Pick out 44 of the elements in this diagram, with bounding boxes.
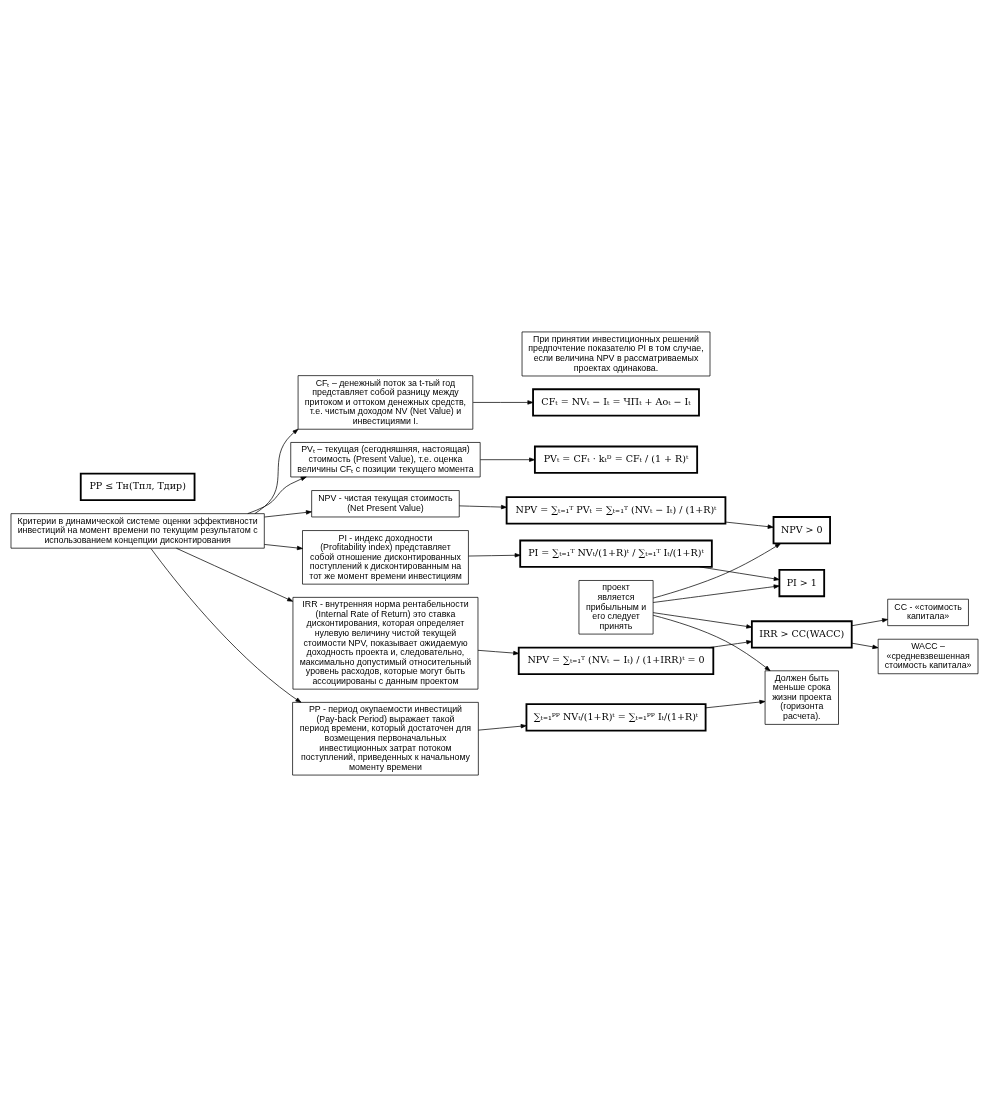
node-box: Критерии в динамической системе оценки эффективности инвестиций на момент времени по текущим результатом с использованием концепции дисконтирования <box>10 512 265 549</box>
node-box: CFₜ – денежный поток за t-тый год представляет собой разницу между притоком и оттоком денежных средств, т.е. чистым доходом NV (Net Value) и инвестициями I. <box>297 374 474 430</box>
arrow <box>705 699 766 708</box>
node-box: При принятии инвестиционных решений предпочтение показателю PI в том случае, если величина NPV в рассматриваемых проектах одинакова. <box>521 331 711 376</box>
node-box: WACC – «средневзвешенная стоимость капитала» <box>877 638 979 674</box>
node-box: PI - индекс доходности (Profitability index) представляет собой отношение дисконтированных поступлений к дисконтированным на тот же момент времени инвестициям <box>302 529 469 585</box>
arrow <box>472 399 534 405</box>
node-box: NPV - чистая текущая стоимость (Net Present Value) <box>311 489 460 517</box>
arrow <box>477 649 520 655</box>
arrow <box>264 543 303 550</box>
arrow <box>264 509 312 517</box>
node-box: PI = ∑ₜ₌₁ᵀ NVₜ/(1+R)ᵗ / ∑ₜ₌₁ᵀ Iₜ/(1+R)ᵗ <box>519 539 713 568</box>
node-box: NPV = ∑ₜ₌₁ᵀ (NVₜ − Iₜ) / (1+IRR)ᵗ = 0 <box>517 646 715 675</box>
arrow <box>150 547 302 703</box>
arrow <box>708 639 753 648</box>
node-box: Должен быть меньше срока жизни проекта (горизонта расчета). <box>764 669 839 725</box>
arrow <box>478 723 527 730</box>
arrow <box>652 542 781 598</box>
node-box: PP ≤ Tн(Tпл, Tдир) <box>79 472 196 501</box>
arrow <box>175 547 294 602</box>
arrow <box>851 642 879 649</box>
arrow <box>247 476 307 514</box>
arrow <box>699 566 780 581</box>
arrow <box>652 583 780 603</box>
arrow <box>652 611 753 629</box>
arrow <box>725 521 774 529</box>
node-box: IRR > CC(WACC) <box>750 619 853 649</box>
arrow <box>480 457 535 462</box>
node-box: PP - период окупаемости инвестиций (Pay-back Period) выражает такой период времени, который достаточен для возмещения первоначальных инвестиционных затрат потоком поступлений, приведенных к начальному моменту времени <box>292 701 479 775</box>
node-box: PVₜ – текущая (сегодняшняя, настоящая) стоимость (Present Value), т.е. оценка величины CFₜ с позиции текущего момента <box>290 441 481 477</box>
node-box: NPV > 0 <box>772 515 831 544</box>
arrow <box>254 428 299 514</box>
arrow <box>851 617 888 626</box>
arrow <box>468 552 521 557</box>
node-box: NPV = ∑ₜ₌₁ᵀ PVₜ = ∑ₜ₌₁ᵀ (NVₜ − Iₜ) / (1+R)ᵗ <box>505 495 727 524</box>
node-box: PI > 1 <box>778 568 826 597</box>
arrow <box>652 614 771 671</box>
node-box: CC - «стоимость капитала» <box>887 598 969 626</box>
node-box: PVₜ = CFₜ · kₜᴰ = CFₜ / (1 + R)ᵗ <box>533 445 699 474</box>
node-box: проект является прибыльным и его следует принять <box>578 579 654 634</box>
node-box: IRR - внутренняя норма рентабельности (Internal Rate of Return) это ставка дисконтирования, которая определяет нулевую величину чистой текущей стоимости NPV, показывает ожидаемую доходность проекта и, следовательно, максимально допустимый относительный уровень расходов, которые могут быть ассоциированы с данным проектом <box>292 596 479 689</box>
node-box: CFₜ = NVₜ − Iₜ = ЧПₜ + Aoₜ − Iₜ <box>532 387 700 417</box>
node-box: ∑ₜ₌₁ᴾᴾ NVₜ/(1+R)ᵗ = ∑ₜ₌₁ᴾᴾ Iₜ/(1+R)ᵗ <box>525 702 707 732</box>
arrow <box>458 504 507 509</box>
